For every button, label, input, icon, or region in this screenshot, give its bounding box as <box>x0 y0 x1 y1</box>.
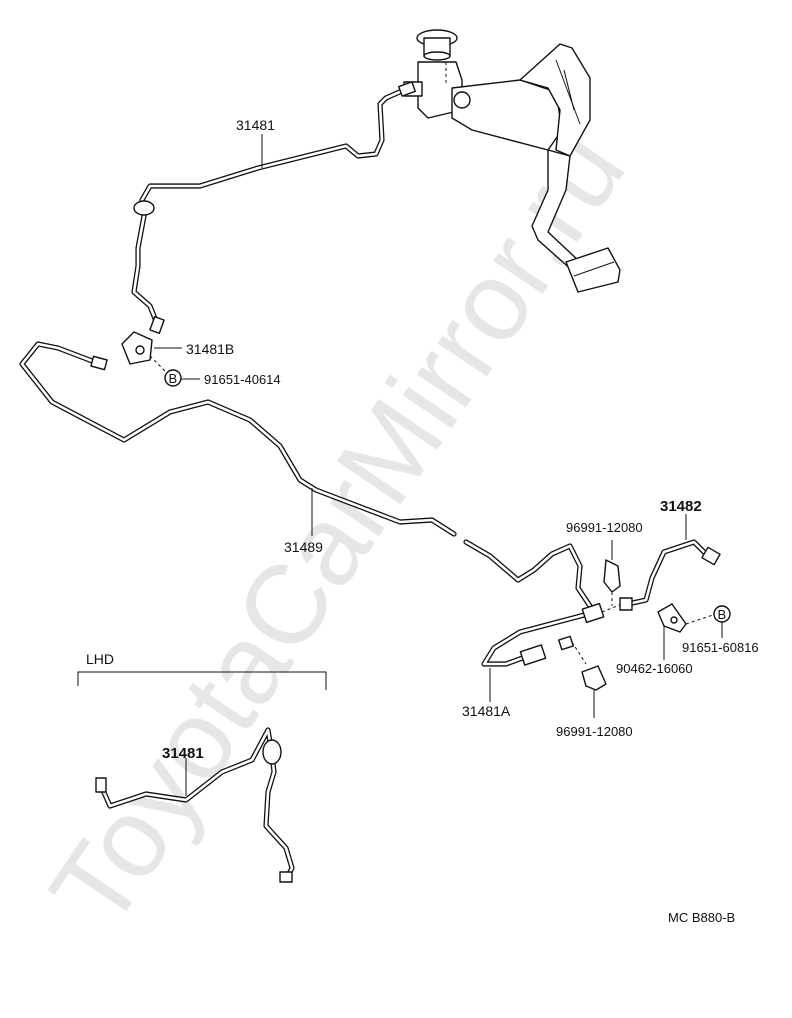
callout-31481B: 31481B <box>186 341 234 357</box>
callout-91651-60816: 91651-60816 <box>682 640 759 655</box>
callout-31482: 31482 <box>660 498 702 515</box>
callout-31481-lhd: 31481 <box>162 745 204 762</box>
bracket-right <box>657 603 717 633</box>
callout-91651-40614: 91651-40614 <box>204 372 281 387</box>
pipe-31481-upper <box>131 81 416 334</box>
callout-90462-16060: 90462-16060 <box>616 661 693 676</box>
callout-31481-upper: 31481 <box>236 117 275 133</box>
bolt-marker-label: B <box>169 371 178 386</box>
lhd-section: LHD <box>77 651 327 883</box>
watermark: ToyotaCarMirror.ru <box>26 110 648 949</box>
clutch-pedal-assembly <box>403 29 621 293</box>
clip-lower <box>581 665 607 691</box>
lhd-label: LHD <box>86 651 114 667</box>
bolt-marker-right: B <box>713 605 731 623</box>
diagram-code: MC B880-B <box>668 910 735 925</box>
leader-lines <box>154 134 723 796</box>
callout-31481A: 31481A <box>462 703 511 719</box>
pipe-31489-long <box>19 341 597 615</box>
bolt-marker-label: B <box>718 607 727 622</box>
bolt-marker-upper: B <box>164 369 182 387</box>
pipe-31482 <box>619 539 721 611</box>
callout-96991-12080-lower: 96991-12080 <box>556 724 633 739</box>
callout-31489: 31489 <box>284 539 323 555</box>
bracket-31481B <box>121 331 169 375</box>
clip-upper <box>603 559 621 606</box>
callout-96991-12080-upper: 96991-12080 <box>566 520 643 535</box>
hose-31481A <box>481 602 623 667</box>
